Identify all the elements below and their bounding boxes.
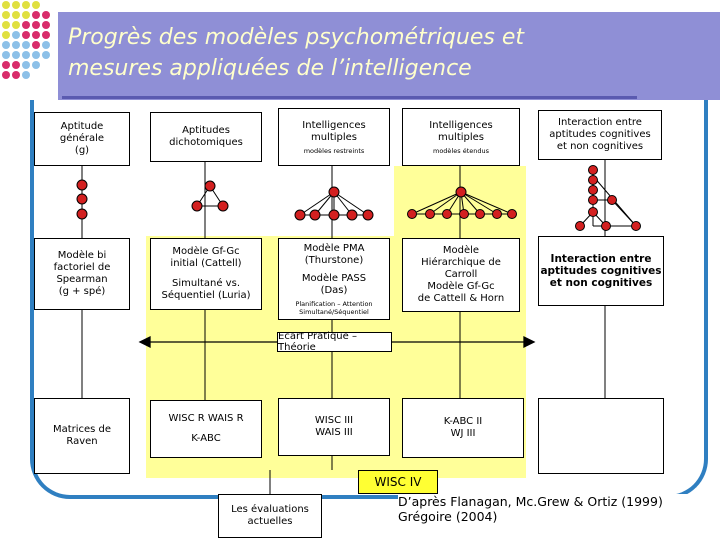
box-line: et non cognitives: [549, 277, 653, 289]
box-line: Aptitudes: [182, 125, 230, 136]
box-line: (Das): [320, 284, 348, 296]
box-line: actuelles: [247, 516, 293, 527]
box-line: aptitudes cognitives: [540, 265, 662, 277]
box-line: aptitudes cognitives: [549, 129, 651, 140]
box-line: Hiérarchique de: [421, 257, 501, 268]
box-line: multiples: [437, 131, 485, 143]
box-line: Modèle PASS: [301, 272, 367, 284]
box-line: multiples: [310, 131, 358, 143]
box-current-evaluations: Les évaluations actuelles: [218, 494, 322, 538]
title-line-1: Progrès des modèles psychométriques et: [68, 25, 524, 50]
box-line: (Thurstone): [304, 254, 364, 266]
box-line: Matrices de: [52, 424, 112, 435]
box-line: Modèle Gf-Gc: [427, 281, 495, 292]
title-panel: [58, 12, 720, 100]
box-general-aptitude: Aptitude générale (g): [34, 112, 130, 166]
box-line: générale: [59, 133, 105, 144]
box-spearman: Modèle bi factoriel de Spearman (g + spé…: [34, 238, 130, 310]
node-icon-restricted: [294, 186, 374, 221]
box-line: (g): [74, 145, 90, 156]
page-title: Progrès des modèles psychométriques et m…: [68, 22, 668, 84]
box-cattell-luria: Modèle Gf-Gc initial (Cattell) Simultané…: [150, 238, 262, 310]
box-line: dichotomiques: [169, 137, 243, 148]
box-line: WJ III: [450, 428, 476, 439]
dot-grid: [2, 1, 50, 79]
box-subtitle: Planification – Attention: [295, 299, 373, 308]
gap-banner: Ecart Pratique –Théorie: [277, 331, 392, 353]
box-line: K-ABC II: [443, 416, 483, 427]
box-wisc-r: WISC R WAIS R K-ABC: [150, 400, 262, 458]
box-line: Intelligences: [302, 119, 366, 131]
title-line-2: mesures appliquées de l’intelligence: [68, 56, 472, 81]
box-line: Raven: [66, 436, 98, 447]
box-line: Aptitude: [60, 121, 104, 132]
node-icon-g: [76, 179, 88, 220]
citation: D’après Flanagan, Mc.Grew & Ortiz (1999)…: [398, 494, 698, 524]
wisc-iv-badge: WISC IV: [358, 470, 438, 494]
box-line: Spearman: [56, 274, 108, 285]
box-line: Séquentiel (Luria): [161, 290, 251, 301]
box-thurstone-das: Modèle PMA (Thurstone) Modèle PASS (Das)…: [278, 238, 390, 320]
box-line: Carroll: [444, 269, 478, 280]
box-line: WISC R WAIS R: [168, 413, 244, 424]
title-underline: [62, 96, 637, 99]
box-line: Interaction entre: [558, 117, 642, 128]
box-line: et non cognitives: [556, 141, 644, 152]
box-dichotomous: Aptitudes dichotomiques: [150, 112, 262, 162]
box-line: Modèle: [442, 245, 480, 256]
box-line: WISC III: [314, 415, 354, 426]
box-line: Simultané vs.: [171, 278, 240, 289]
box-line: WAIS III: [315, 427, 353, 438]
box-line: K-ABC: [191, 433, 221, 444]
box-raven: Matrices de Raven: [34, 398, 130, 474]
box-subtitle: Simultané/Séquentiel: [299, 307, 369, 316]
node-icon-interaction: [575, 165, 641, 231]
box-multiple-extended: Intelligences multiples modèles étendus: [402, 108, 520, 166]
box-carroll-cattell-horn: Modèle Hiérarchique de Carroll Modèle Gf…: [402, 238, 520, 312]
box-line: Modèle Gf-Gc: [172, 246, 240, 257]
box-kabc-ii: K-ABC II WJ III: [402, 398, 524, 458]
box-line: Interaction entre: [550, 253, 652, 265]
box-line: factoriel de: [53, 262, 111, 273]
outer-frame: [30, 100, 708, 499]
citation-line: D’après Flanagan, Mc.Grew & Ortiz (1999): [398, 494, 663, 509]
box-interaction-bold: Interaction entre aptitudes cognitives e…: [538, 236, 664, 306]
box-empty-right: [538, 398, 664, 474]
box-multiple-restricted: Intelligences multiples modèles restrein…: [278, 108, 390, 166]
box-line: Modèle bi: [57, 250, 107, 261]
box-line: initial (Cattell): [170, 258, 242, 269]
box-line: Modèle PMA: [303, 242, 365, 254]
box-line: de Cattell & Horn: [417, 293, 505, 304]
box-interaction: Interaction entre aptitudes cognitives e…: [538, 110, 662, 160]
box-line: (g + spé): [58, 286, 106, 297]
decorative-dots: [2, 1, 50, 79]
box-wisc-iii: WISC III WAIS III: [278, 398, 390, 456]
box-line: Intelligences: [429, 119, 493, 131]
box-subtitle: modèles étendus: [433, 146, 489, 155]
box-line: Les évaluations: [231, 504, 309, 515]
highlight-cutout-left: [146, 166, 394, 236]
citation-line: Grégoire (2004): [398, 509, 498, 524]
box-subtitle: modèles restreints: [303, 146, 365, 155]
node-icon-extended: [407, 186, 517, 219]
node-icon-dichotomous: [191, 180, 229, 212]
